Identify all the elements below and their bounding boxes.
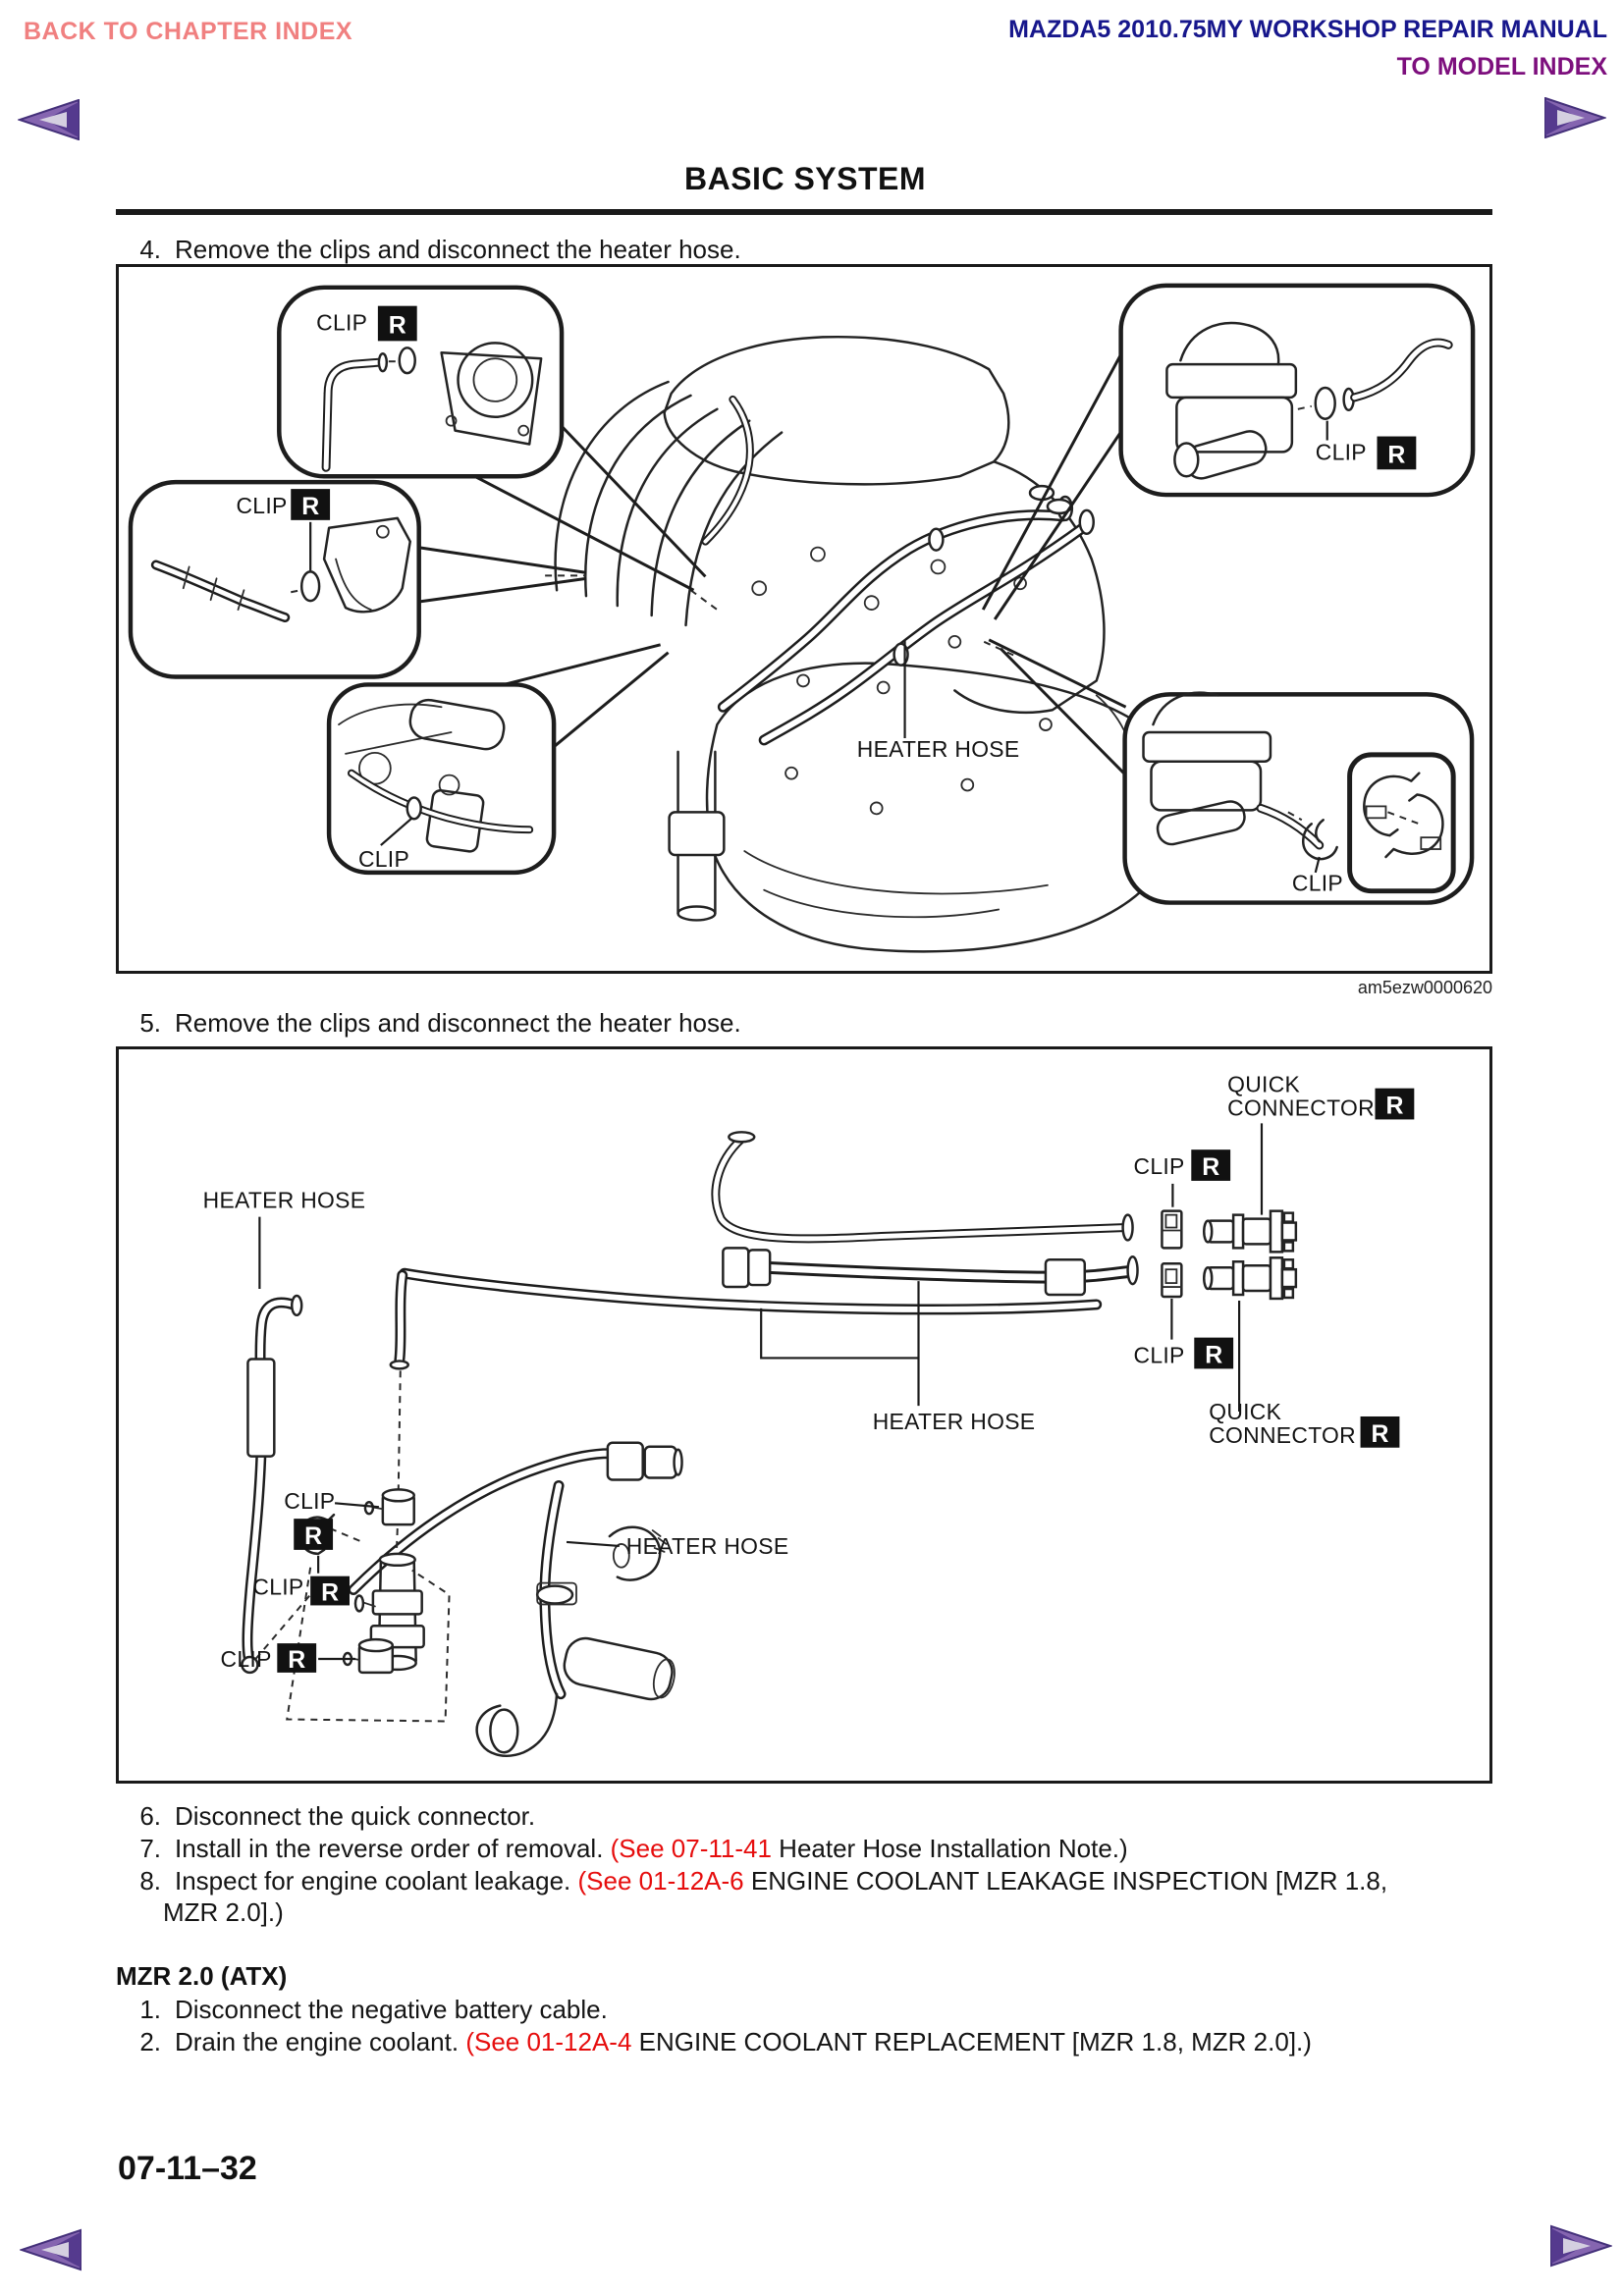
to-model-index-link[interactable]: TO MODEL INDEX xyxy=(1396,53,1607,80)
step-5: 5. Remove the clips and disconnect the h… xyxy=(128,1007,741,1039)
manual-title: MAZDA5 2010.75MY WORKSHOP REPAIR MANUAL xyxy=(1008,16,1607,43)
figure2-quick-label-bottom: QUICK xyxy=(1209,1399,1281,1424)
figure1-r-badge-c: R xyxy=(1387,442,1405,468)
next-page-arrow-bottom[interactable] xyxy=(1549,2222,1612,2269)
see-link-01-12A-4[interactable]: (See 01-12A-4 xyxy=(465,2027,632,2056)
step-6-text: Disconnect the quick connector. xyxy=(175,1801,536,1831)
inset-clip-valve-assembly: CLIP R xyxy=(1118,283,1476,498)
figure2-clip-label-top-right: CLIP xyxy=(1134,1153,1185,1179)
figure2-clip-label-2: CLIP xyxy=(252,1575,303,1600)
title-rule xyxy=(116,209,1492,215)
figure-1-drawing: CLIP R CLIP R xyxy=(128,283,1476,953)
figure2-clip-label-bottom-right: CLIP xyxy=(1134,1342,1185,1367)
inset-clip-detail: CLIP xyxy=(1122,691,1475,905)
step-4-number: 4. xyxy=(139,235,161,264)
figure-2-heater-hoses: HEATER HOSE xyxy=(116,1046,1492,1784)
subsection-step-1: 1. Disconnect the negative battery cable… xyxy=(128,1994,608,2025)
center-heater-hoses xyxy=(389,1131,1139,1370)
next-page-arrow-top[interactable] xyxy=(1543,97,1606,138)
inset-clip-under-engine: CLIP xyxy=(326,682,557,876)
figure2-clip-label-1: CLIP xyxy=(284,1488,335,1514)
step-7: 7. Install in the reverse order of remov… xyxy=(128,1833,1128,1864)
figure2-quick-label-top: QUICK xyxy=(1227,1072,1300,1097)
left-heater-hose xyxy=(241,1294,303,1675)
prev-page-arrow-bottom[interactable] xyxy=(20,2226,82,2273)
figure2-heater-hose-label-center: HEATER HOSE xyxy=(873,1409,1036,1434)
figure2-heater-hose-label-lower: HEATER HOSE xyxy=(626,1533,789,1559)
figure-2-drawing: HEATER HOSE xyxy=(203,1072,1415,1757)
see-link-07-11-41[interactable]: (See 07-11-41 xyxy=(610,1834,772,1863)
figure1-r-badge-b: R xyxy=(301,494,319,520)
page-number: 07-11–32 xyxy=(118,2150,257,2187)
callout-wedges xyxy=(417,351,1127,776)
figure1-clip-label-e: CLIP xyxy=(358,846,409,872)
inset-clip-throttle: CLIP R xyxy=(277,285,565,479)
retainer-clips-right xyxy=(1161,1209,1183,1299)
back-to-chapter-link[interactable]: BACK TO CHAPTER INDEX xyxy=(24,18,353,45)
figure1-clip-label-b: CLIP xyxy=(236,493,287,518)
figure2-r-badge-qc-top: R xyxy=(1385,1094,1403,1120)
subsection-step-2: 2. Drain the engine coolant. (See 01-12A… xyxy=(128,2026,1312,2057)
step-8-continuation: MZR 2.0].) xyxy=(163,1897,284,1927)
step-7-text: Install in the reverse order of removal.… xyxy=(175,1834,1128,1863)
figure2-r-badge-clip-top: R xyxy=(1202,1154,1219,1181)
figure1-clip-label-a: CLIP xyxy=(316,310,367,336)
figure2-heater-hose-label-left: HEATER HOSE xyxy=(203,1188,366,1213)
step-5-number: 5. xyxy=(139,1008,161,1038)
figure2-connector-label-bottom: CONNECTOR xyxy=(1209,1422,1356,1448)
step-4: 4. Remove the clips and disconnect the h… xyxy=(128,234,741,265)
sub-step-2-text: Drain the engine coolant. (See 01-12A-4 … xyxy=(175,2027,1312,2056)
step-7-number: 7. xyxy=(139,1834,161,1863)
step-5-text: Remove the clips and disconnect the heat… xyxy=(175,1008,741,1038)
sub-step-1-text: Disconnect the negative battery cable. xyxy=(175,1995,608,2024)
figure2-r-badge-2: R xyxy=(321,1580,339,1607)
figure1-heater-hose-label: HEATER HOSE xyxy=(857,736,1020,762)
figure-1-caption: am5ezw0000620 xyxy=(1357,978,1492,997)
step-8: 8. Inspect for engine coolant leakage. (… xyxy=(128,1865,1387,1896)
engine-line-art xyxy=(545,335,1174,953)
figure2-r-badge-qc-bottom: R xyxy=(1372,1421,1389,1448)
figure-1-heater-hose-engine: CLIP R CLIP R xyxy=(116,264,1492,974)
sub-step-1-number: 1. xyxy=(139,1995,161,2024)
figure1-r-badge-a: R xyxy=(389,312,406,339)
section-title: BASIC SYSTEM xyxy=(683,161,927,196)
quick-connectors-right xyxy=(1203,1209,1298,1301)
figure2-clip-label-3: CLIP xyxy=(221,1646,272,1672)
step-8-number: 8. xyxy=(139,1866,161,1896)
step-4-text: Remove the clips and disconnect the heat… xyxy=(175,235,741,264)
step-8-text: Inspect for engine coolant leakage. (See… xyxy=(175,1866,1388,1896)
sub-step-2-number: 2. xyxy=(139,2027,161,2056)
figure1-clip-label-d: CLIP xyxy=(1292,871,1343,896)
prev-page-arrow-top[interactable] xyxy=(18,99,81,140)
figure2-r-badge-1: R xyxy=(304,1523,322,1550)
step-6: 6. Disconnect the quick connector. xyxy=(128,1800,535,1832)
figure1-clip-label-c: CLIP xyxy=(1316,439,1367,464)
figure2-r-badge-clip-bottom: R xyxy=(1205,1342,1222,1368)
figure2-connector-label-top: CONNECTOR xyxy=(1227,1095,1375,1120)
see-link-01-12A-6[interactable]: (See 01-12A-6 xyxy=(577,1866,744,1896)
step-6-number: 6. xyxy=(139,1801,161,1831)
subsection-heading: MZR 2.0 (ATX) xyxy=(116,1961,288,1991)
figure2-r-badge-3: R xyxy=(288,1647,305,1674)
lower-heater-hose xyxy=(348,1441,683,1757)
inset-clip-water-inlet: CLIP R xyxy=(128,479,421,679)
